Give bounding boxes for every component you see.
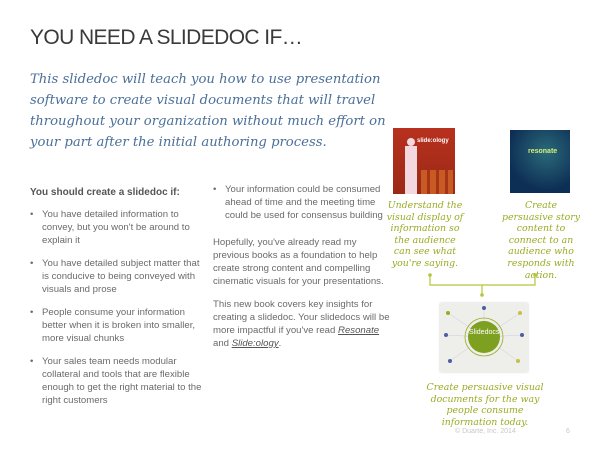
paragraph-text: and: [213, 338, 232, 349]
connector-bracket: [428, 273, 537, 297]
left-heading: You should create a slidedoc if:: [30, 187, 180, 198]
slideology-link[interactable]: Slide:ology: [231, 338, 279, 349]
resonate-cover-title: resonate: [528, 148, 558, 155]
list-item: Your information could be consumed ahead…: [213, 183, 393, 222]
list-item: You have detailed information to convey,…: [30, 208, 205, 247]
intro-text: This slidedoc will teach you how to use …: [30, 72, 386, 150]
paragraph-text: .: [278, 338, 282, 349]
page-number: 6: [566, 428, 570, 435]
slidedocs-cover-title: Slidedocs: [469, 329, 500, 336]
paragraph: This new book covers key insights for cr…: [213, 298, 393, 350]
list-item: You have detailed subject matter that is…: [30, 257, 205, 296]
slidedocs-network-graphic: [444, 306, 524, 363]
person-silhouette-icon: [407, 138, 415, 146]
list-item: Your sales team needs modular collateral…: [30, 355, 205, 407]
person-silhouette-body: [405, 146, 417, 194]
slideology-book-cover: slide:ology: [393, 128, 455, 194]
paragraph: Hopefully, you've already read my previo…: [213, 237, 384, 287]
page-title: YOU NEED A SLIDEDOC IF…: [30, 26, 303, 49]
resonate-link[interactable]: Resonate: [338, 325, 380, 336]
right-column: Your information could be consumed ahead…: [213, 183, 393, 360]
resonate-book-cover: resonate: [510, 130, 570, 193]
resonate-caption: Create persuasive story content to conne…: [501, 200, 581, 281]
slideology-caption: Understand the visual display of informa…: [386, 200, 464, 269]
copyright: © Duarte, Inc. 2014: [455, 428, 516, 435]
slidedocs-caption: Create persuasive visual documents for t…: [426, 382, 544, 428]
slideology-cover-title: slide:ology: [417, 138, 449, 144]
reasons-list: You have detailed information to convey,…: [30, 208, 205, 407]
left-column: You should create a slidedoc if: You hav…: [30, 186, 205, 417]
slidedocs-book-cover: Slidedocs: [440, 303, 528, 372]
list-item: People consume your information better w…: [30, 306, 205, 345]
audience-pattern: [421, 170, 453, 194]
paragraph-text: This new book covers key insights for cr…: [213, 299, 390, 336]
